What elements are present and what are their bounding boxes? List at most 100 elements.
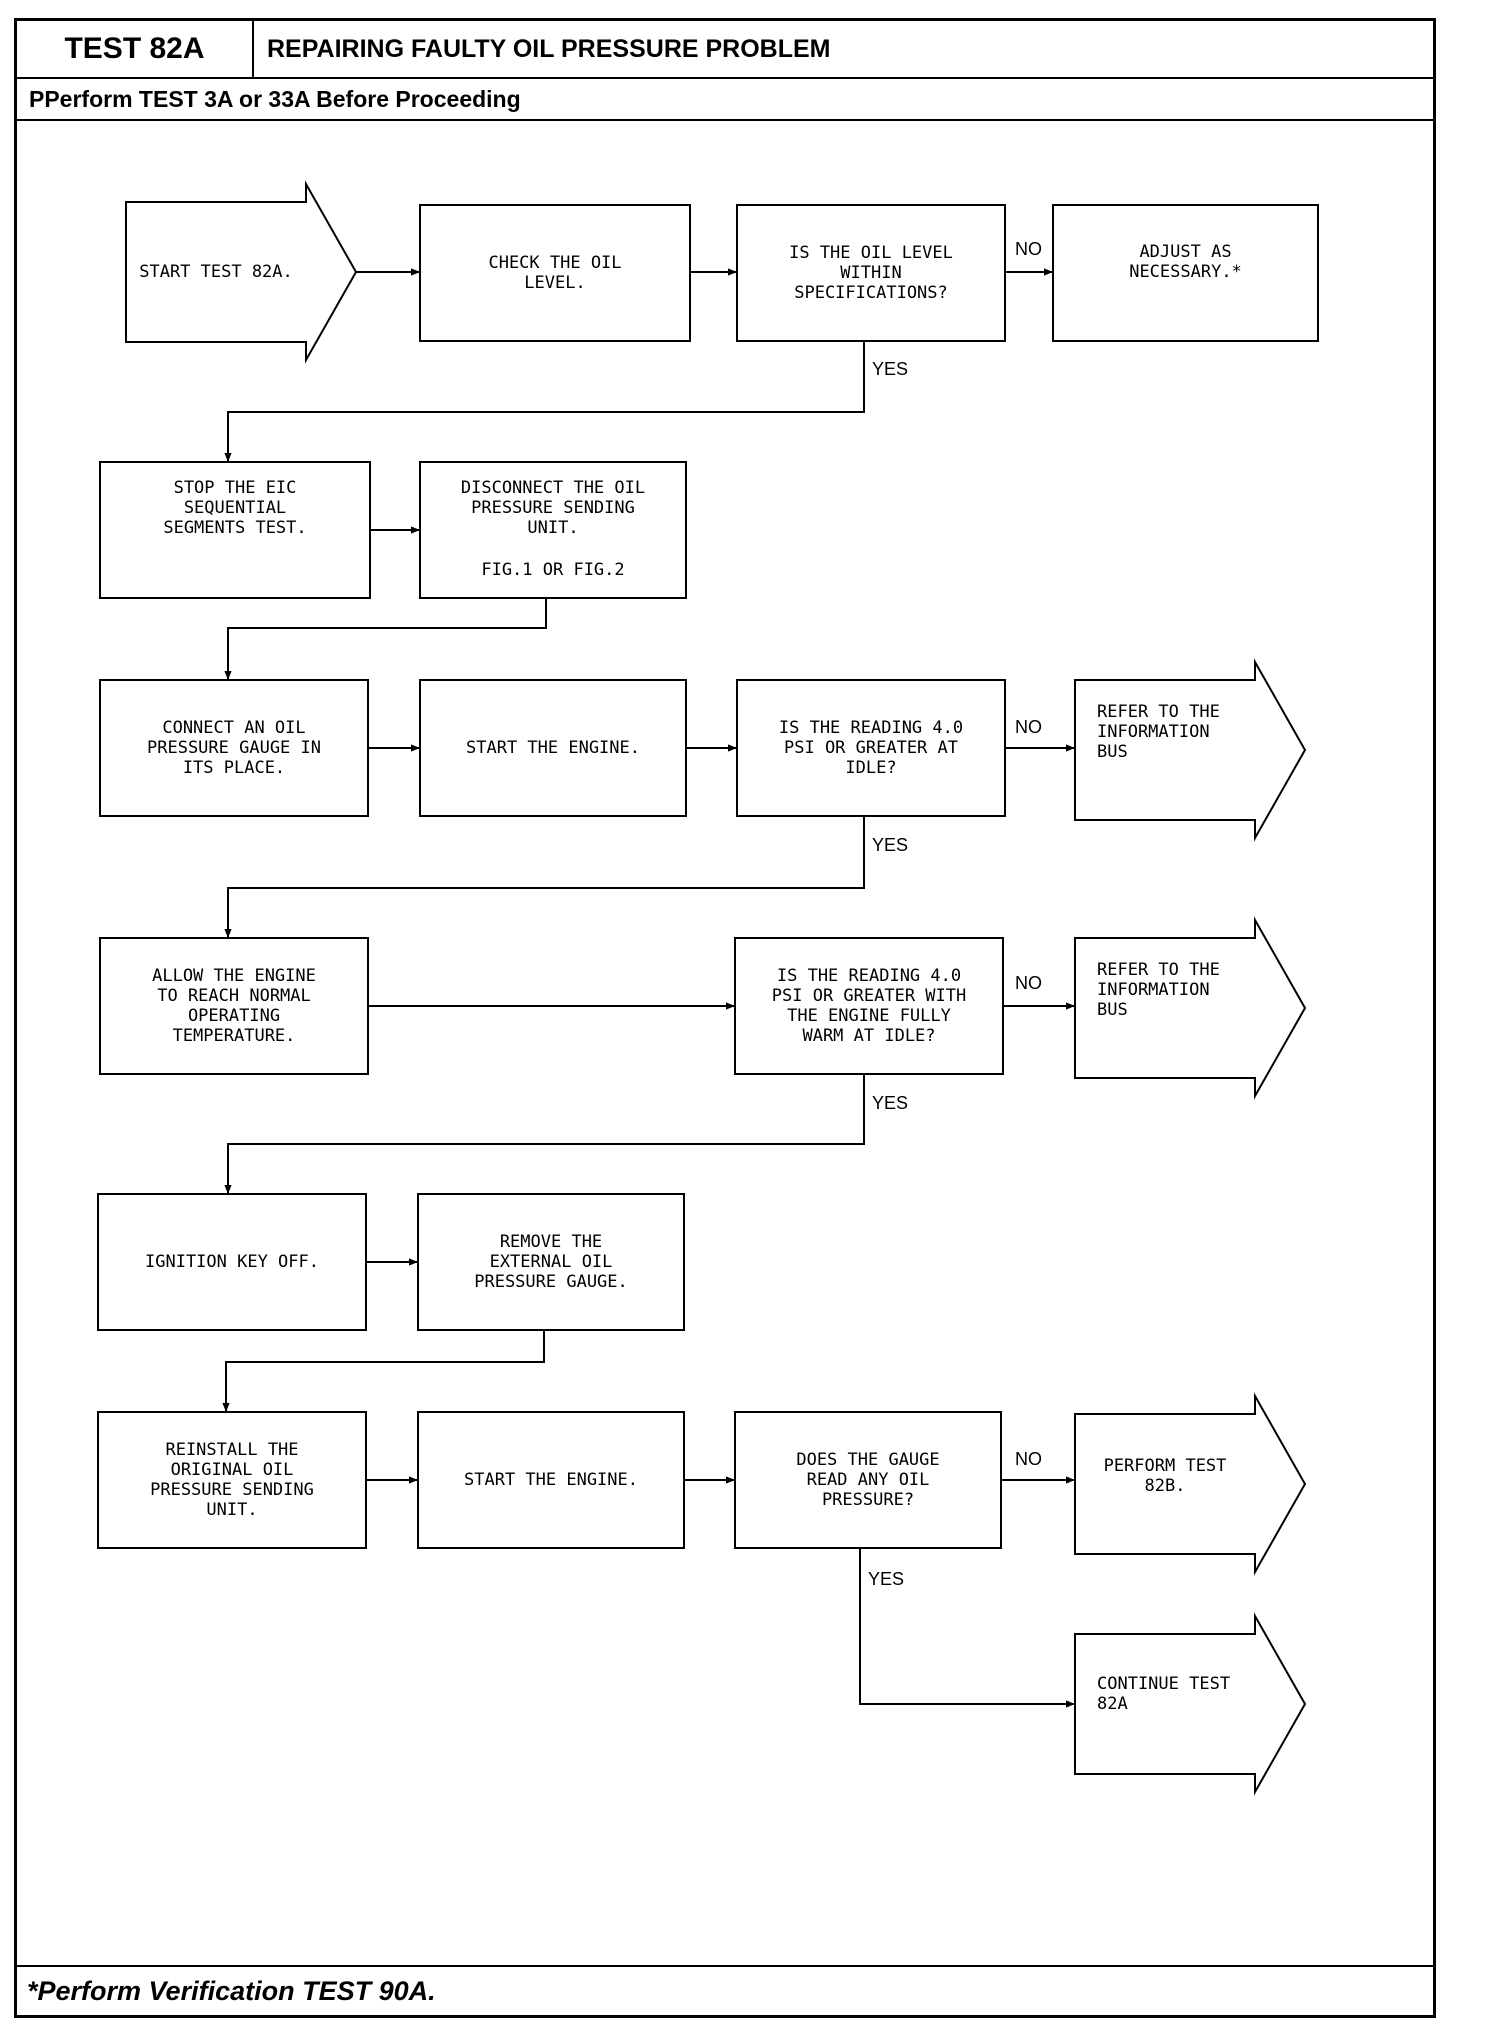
- start-engine-step-2-line: START THE ENGINE.: [464, 1470, 638, 1490]
- refer-info-bus-arrow-1-line: BUS: [1097, 742, 1128, 762]
- start-engine-step-1-line: START THE ENGINE.: [466, 738, 640, 758]
- refer-info-bus-arrow-2-arrow-shape: [1074, 916, 1307, 1100]
- refer-info-bus-arrow-2-line: BUS: [1097, 1000, 1128, 1020]
- reading-at-idle-decision-line: IS THE READING 4.0: [779, 718, 963, 738]
- continue-82a-arrow-arrow-shape: [1074, 1612, 1307, 1796]
- edge-yes-to-allow: [224, 816, 865, 938]
- edge-yes-to-continue: [859, 1548, 1075, 1708]
- ignition-off-step-box: [97, 1193, 367, 1331]
- remove-gauge-step-line: PRESSURE GAUGE.: [474, 1272, 628, 1292]
- oil-level-decision-line: SPECIFICATIONS?: [794, 283, 948, 303]
- gauge-reads-decision-box: [734, 1411, 1002, 1549]
- reinstall-sender-step-line: UNIT.: [206, 1500, 257, 1520]
- no-label-2: NO: [1015, 717, 1042, 737]
- disconnect-sender-step-box: [419, 461, 687, 599]
- check-oil-level-step-line: LEVEL.: [524, 273, 585, 293]
- reading-warm-decision-box: [734, 937, 1004, 1075]
- warm-up-engine-step-line: TEMPERATURE.: [173, 1026, 296, 1046]
- warm-up-engine-step-line: ALLOW THE ENGINE: [152, 966, 316, 986]
- continue-82a-arrow-line: CONTINUE TEST: [1097, 1674, 1230, 1694]
- test-title: REPAIRING FAULTY OIL PRESSURE PROBLEM: [267, 34, 831, 63]
- start-test-arrow: START TEST 82A.: [125, 180, 358, 364]
- connect-gauge-step-line: PRESSURE GAUGE IN: [147, 738, 321, 758]
- oil-level-decision-box: [736, 204, 1006, 342]
- adjust-step-line: NECESSARY.*: [1129, 262, 1242, 282]
- reading-at-idle-decision-box: [736, 679, 1006, 817]
- reinstall-sender-step-line: ORIGINAL OIL: [171, 1460, 294, 1480]
- gauge-reads-decision-line: PRESSURE?: [822, 1490, 914, 1510]
- disconnect-sender-step-line: DISCONNECT THE OIL: [461, 478, 645, 498]
- adjust-step-line: ADJUST AS: [1139, 242, 1231, 262]
- oil-level-decision-line: WITHIN: [840, 263, 901, 283]
- reinstall-sender-step-line: PRESSURE SENDING: [150, 1480, 314, 1500]
- start-engine-step-2: START THE ENGINE.: [417, 1411, 685, 1549]
- connect-gauge-step-box: [99, 679, 369, 817]
- reading-warm-decision-line: THE ENGINE FULLY: [787, 1006, 951, 1026]
- ignition-off-step: IGNITION KEY OFF.: [97, 1193, 367, 1331]
- yes-label-2: YES: [872, 835, 908, 855]
- edge-remove-to-reinstall: [222, 1330, 545, 1412]
- reading-warm-decision-line: PSI OR GREATER WITH: [772, 986, 966, 1006]
- ignition-off-step-line: IGNITION KEY OFF.: [145, 1252, 319, 1272]
- edge-disconnect-to-connect: [224, 598, 547, 680]
- remove-gauge-step-line: REMOVE THE: [500, 1232, 602, 1252]
- connect-gauge-step-line: ITS PLACE.: [183, 758, 285, 778]
- gauge-reads-decision-line: READ ANY OIL: [807, 1470, 930, 1490]
- start-test-arrow-arrow-shape: [125, 180, 358, 364]
- no-label-3: NO: [1015, 973, 1042, 993]
- start-engine-step-1: START THE ENGINE.: [419, 679, 687, 817]
- stop-eic-step-line: SEQUENTIAL: [184, 498, 286, 518]
- reading-at-idle-decision-line: IDLE?: [845, 758, 896, 778]
- edge-yes-to-ignition: [224, 1074, 865, 1194]
- perform-82b-arrow-arrow-shape: [1074, 1392, 1307, 1576]
- verification-footnote: *Perform Verification TEST 90A.: [17, 1965, 1433, 2015]
- check-oil-level-step-box: [419, 204, 691, 342]
- stop-eic-step-line: STOP THE EIC: [174, 478, 297, 498]
- no-label-1: NO: [1015, 239, 1042, 259]
- perform-82b-arrow-line: 82B.: [1145, 1476, 1186, 1496]
- disconnect-sender-step-line: UNIT.: [527, 518, 578, 538]
- start-engine-step-2-box: [417, 1411, 685, 1549]
- remove-gauge-step-line: EXTERNAL OIL: [490, 1252, 613, 1272]
- start-test-arrow-line: START TEST 82A.: [139, 262, 293, 282]
- yes-label-3: YES: [872, 1093, 908, 1113]
- reinstall-sender-step-line: REINSTALL THE: [165, 1440, 298, 1460]
- refer-info-bus-arrow-2-line: INFORMATION: [1097, 980, 1210, 1000]
- reading-warm-decision-line: WARM AT IDLE?: [802, 1026, 935, 1046]
- header-row: TEST 82A REPAIRING FAULTY OIL PRESSURE P…: [17, 21, 1433, 79]
- warm-up-engine-step-line: TO REACH NORMAL: [157, 986, 311, 1006]
- stop-eic-step-box: [99, 461, 371, 599]
- check-oil-level-step-line: CHECK THE OIL: [488, 253, 621, 273]
- yes-label-4: YES: [868, 1569, 904, 1589]
- oil-level-decision-line: IS THE OIL LEVEL: [789, 243, 953, 263]
- perform-82b-arrow-line: PERFORM TEST: [1104, 1456, 1227, 1476]
- figure-reference: FIG.1 OR FIG.2: [481, 560, 624, 580]
- disconnect-sender-step-line: PRESSURE SENDING: [471, 498, 635, 518]
- reinstall-sender-step-box: [97, 1411, 367, 1549]
- prerequisite-note: PPerform TEST 3A or 33A Before Proceedin…: [17, 79, 1433, 121]
- warm-up-engine-step-box: [99, 937, 369, 1075]
- refer-info-bus-arrow-1-line: REFER TO THE: [1097, 702, 1220, 722]
- yes-label-1: YES: [872, 359, 908, 379]
- edge-yes-to-stop: [224, 341, 865, 462]
- no-label-4: NO: [1015, 1449, 1042, 1469]
- connect-gauge-step-line: CONNECT AN OIL: [162, 718, 305, 738]
- warm-up-engine-step-line: OPERATING: [188, 1006, 280, 1026]
- continue-82a-arrow-line: 82A: [1097, 1694, 1128, 1714]
- start-engine-step-1-box: [419, 679, 687, 817]
- test-id: TEST 82A: [17, 21, 254, 77]
